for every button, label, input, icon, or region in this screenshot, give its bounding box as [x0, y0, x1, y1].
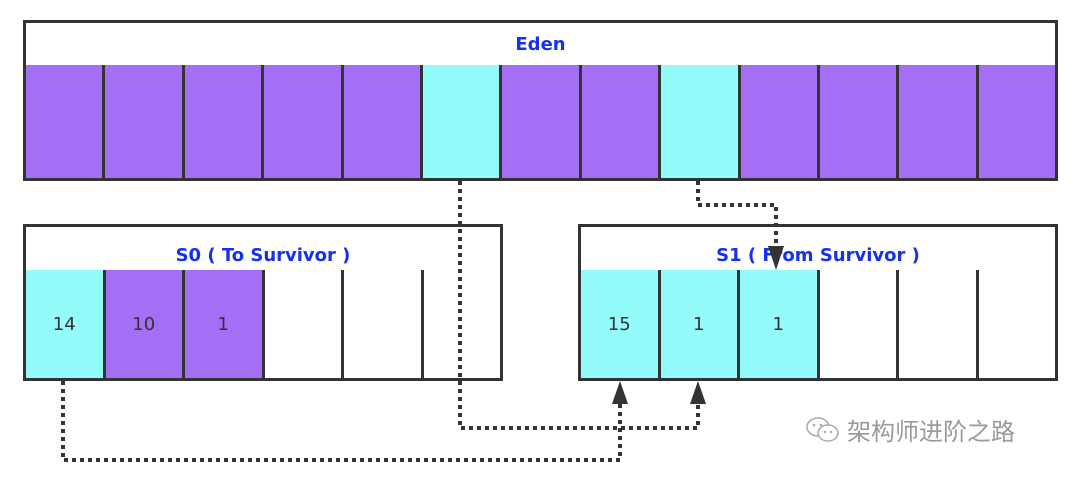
s1-title: S1 ( From Survivor ) — [581, 227, 1055, 273]
watermark-text: 架构师进阶之路 — [847, 418, 1015, 446]
s0-cell — [264, 270, 344, 378]
eden-cell — [740, 65, 820, 178]
eden-cell — [661, 65, 741, 178]
s0-cell: 10 — [105, 270, 185, 378]
s1-cell — [819, 270, 899, 378]
arrowhead-up-icon — [612, 381, 628, 404]
s0-title: S0 ( To Survivor ) — [26, 227, 500, 273]
eden-cell — [502, 65, 582, 178]
eden-cell — [422, 65, 503, 178]
eden-cell — [343, 65, 423, 178]
eden-cell — [978, 65, 1056, 178]
s0-cell — [423, 270, 500, 378]
eden-cells — [26, 65, 1056, 178]
eden-cell — [899, 65, 979, 178]
eden-cell — [581, 65, 662, 178]
s0-cell — [344, 270, 424, 378]
eden-cell — [819, 65, 900, 178]
s1-cell: 1 — [740, 270, 820, 378]
eden-cell — [184, 65, 265, 178]
eden-cell — [105, 65, 185, 178]
s1-cell — [978, 270, 1055, 378]
s0-cell: 14 — [26, 270, 106, 378]
arrowhead-up-icon — [690, 381, 706, 404]
arrow-s0-to-s1-cell1 — [61, 381, 628, 462]
eden-cell — [26, 65, 106, 178]
s1-cell — [899, 270, 979, 378]
s1-cell: 1 — [660, 270, 740, 378]
wechat-icon — [805, 416, 841, 444]
s1-cell: 15 — [581, 270, 661, 378]
s0-cell: 1 — [185, 270, 265, 378]
eden-cell — [264, 65, 344, 178]
eden-region: Eden — [23, 20, 1058, 181]
eden-title: Eden — [26, 23, 1055, 68]
watermark: 架构师进阶之路 — [805, 412, 1015, 447]
